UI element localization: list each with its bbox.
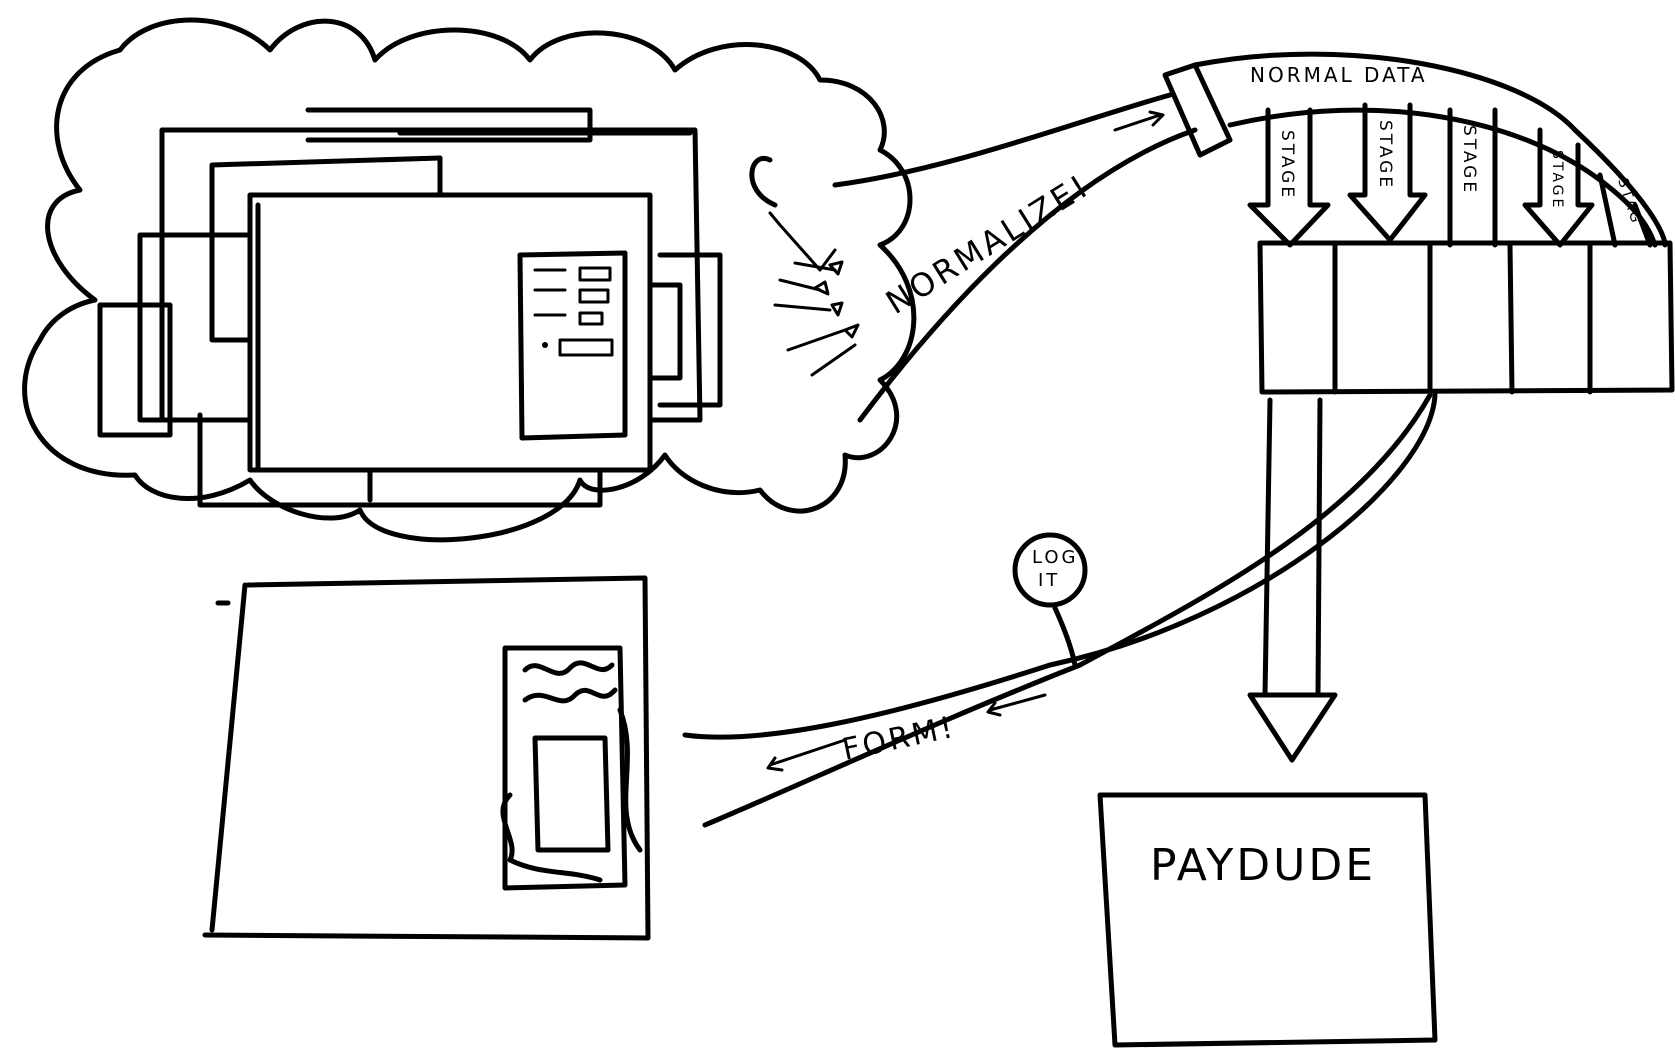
log-it-label-line1: LOG [1032, 547, 1079, 568]
log-it-balloon [1012, 532, 1088, 668]
pipe-ring [1162, 62, 1233, 158]
normalize-label: NORMALIZE! [879, 166, 1097, 322]
data-arrows [768, 211, 860, 377]
stage-label-3: STAGE [1459, 125, 1479, 195]
stage-label-2: STAGE [1375, 120, 1395, 190]
paydude-label: PAYDUDE [1150, 840, 1376, 891]
form-pipe [682, 392, 1438, 828]
normalize-pipe [832, 62, 1233, 423]
staging-table [1257, 240, 1675, 395]
stage-label-1: STAGE [1277, 130, 1297, 200]
log-it-label-line2: IT [1038, 570, 1060, 591]
stage-label-4: STAGE [1549, 150, 1565, 210]
paydude-box [1097, 792, 1438, 1048]
normal-data-label: NORMAL DATA [1250, 63, 1428, 87]
form-window [202, 575, 651, 941]
inner-form-box [517, 250, 628, 441]
stacked-windows [97, 107, 723, 508]
